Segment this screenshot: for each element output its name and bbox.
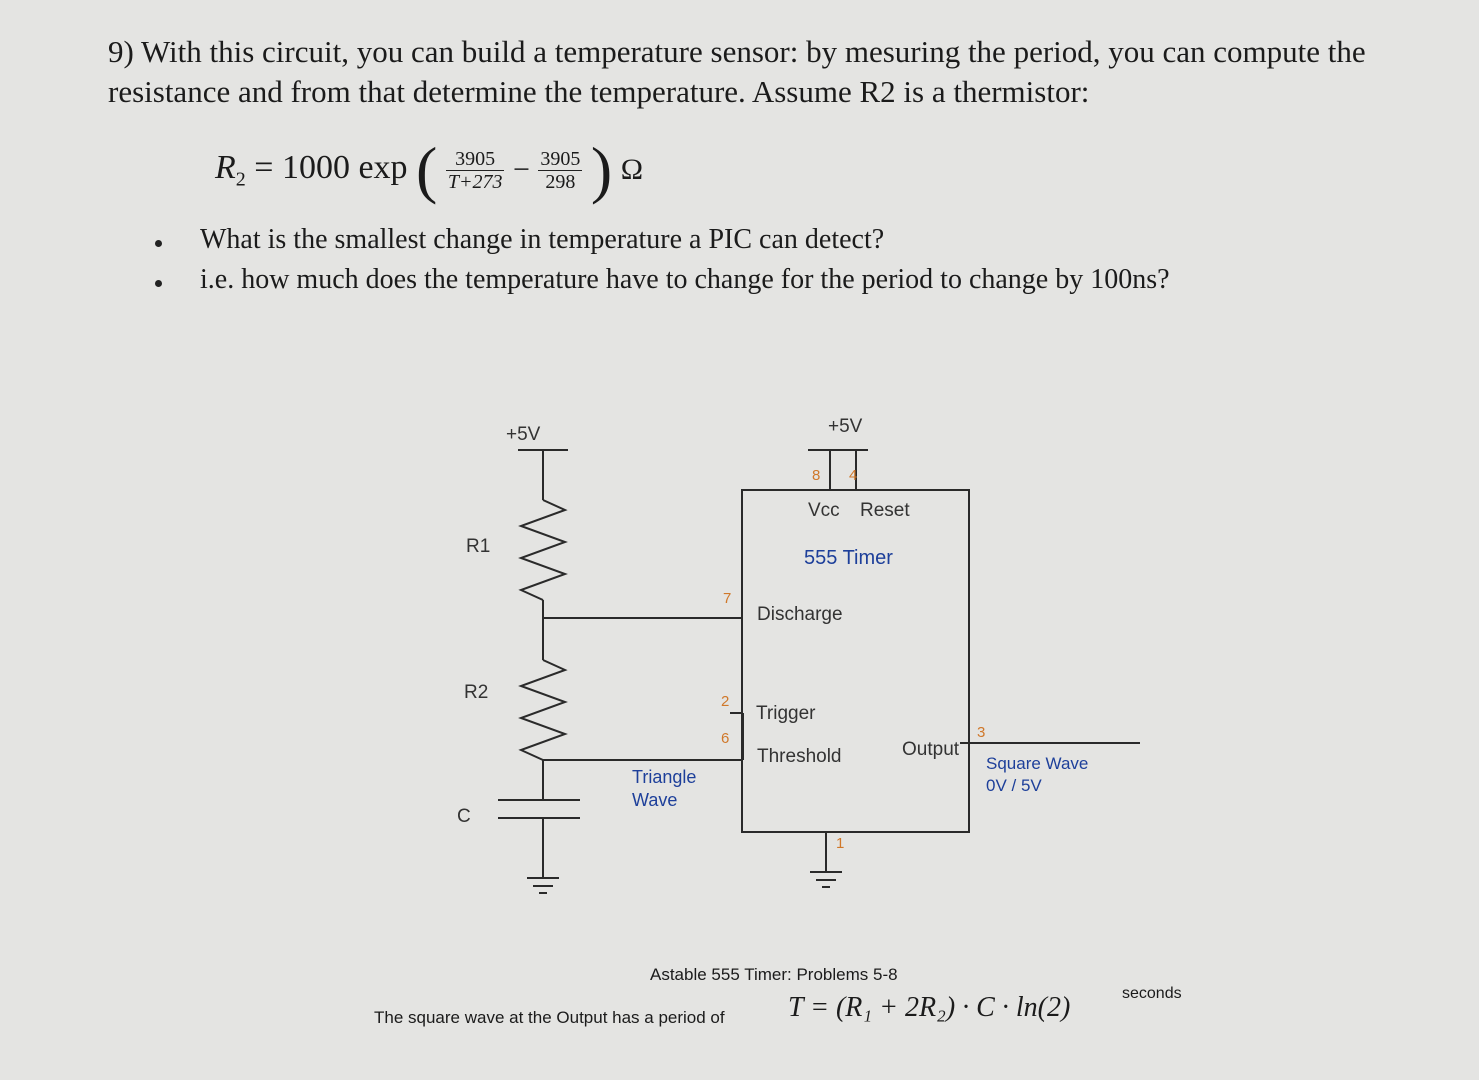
- eq-lhs: R: [215, 148, 236, 186]
- footer-units: seconds: [1122, 985, 1182, 1002]
- footer-caption: Astable 555 Timer: Problems 5-8: [650, 965, 898, 984]
- pin-6: 6: [721, 730, 729, 747]
- frac2-den: 298: [545, 170, 576, 193]
- label-c: C: [457, 806, 471, 827]
- pin-4: 4: [849, 467, 857, 484]
- label-chip-name: 555 Timer: [804, 547, 893, 569]
- question-line-1: 9) With this circuit, you can build a te…: [108, 34, 1366, 69]
- frac1-den: T+273: [447, 170, 503, 193]
- label-left-5v: +5V: [506, 424, 541, 445]
- frac2-num: 3905: [538, 147, 583, 171]
- bullet-2: i.e. how much does the temperature have …: [200, 264, 1170, 295]
- eq-equals: = 1000 exp: [245, 148, 408, 186]
- fraction-2: 3905 298: [538, 147, 583, 193]
- eq-lhs-sub: 2: [235, 168, 246, 191]
- resistor-r1: [518, 499, 568, 601]
- label-r2: R2: [464, 682, 488, 703]
- pin-2: 2: [721, 693, 729, 710]
- bullet-dot-2: [155, 280, 162, 287]
- question-line-2: resistance and from that determine the t…: [108, 74, 1090, 109]
- pin-3: 3: [977, 724, 985, 741]
- label-triangle-1: Triangle: [632, 767, 696, 787]
- pin-1: 1: [836, 835, 844, 852]
- label-square-1: Square Wave: [986, 754, 1088, 773]
- label-square-2: 0V / 5V: [986, 776, 1042, 795]
- pin-8: 8: [812, 467, 820, 484]
- bullet-1: What is the smallest change in temperatu…: [200, 224, 885, 255]
- frac1-num: 3905: [445, 148, 505, 171]
- label-triangle-2: Wave: [632, 790, 677, 810]
- thermistor-equation: R2 = 1000 exp ( 3905 T+273 − 3905 298 ) …: [215, 134, 644, 205]
- label-vcc: Vcc: [808, 500, 840, 521]
- eq-minus: −: [512, 153, 530, 186]
- eq-unit: Ω: [620, 153, 644, 186]
- label-right-5v: +5V: [828, 416, 863, 437]
- label-trigger: Trigger: [756, 703, 816, 724]
- chip-555-box: [741, 489, 970, 833]
- label-reset: Reset: [860, 500, 910, 521]
- label-r1: R1: [466, 536, 490, 557]
- pin-7: 7: [723, 590, 731, 607]
- footer-formula: T = (R₁ + 2R₂) · C · ln(2): [788, 992, 1071, 1023]
- label-output: Output: [902, 739, 960, 760]
- resistor-r2: [518, 659, 568, 761]
- fraction-1: 3905 T+273: [445, 148, 505, 193]
- label-threshold: Threshold: [757, 746, 842, 767]
- bullet-dot-1: [155, 240, 162, 247]
- label-discharge: Discharge: [757, 604, 843, 625]
- footer-period-text: The square wave at the Output has a peri…: [374, 1008, 725, 1027]
